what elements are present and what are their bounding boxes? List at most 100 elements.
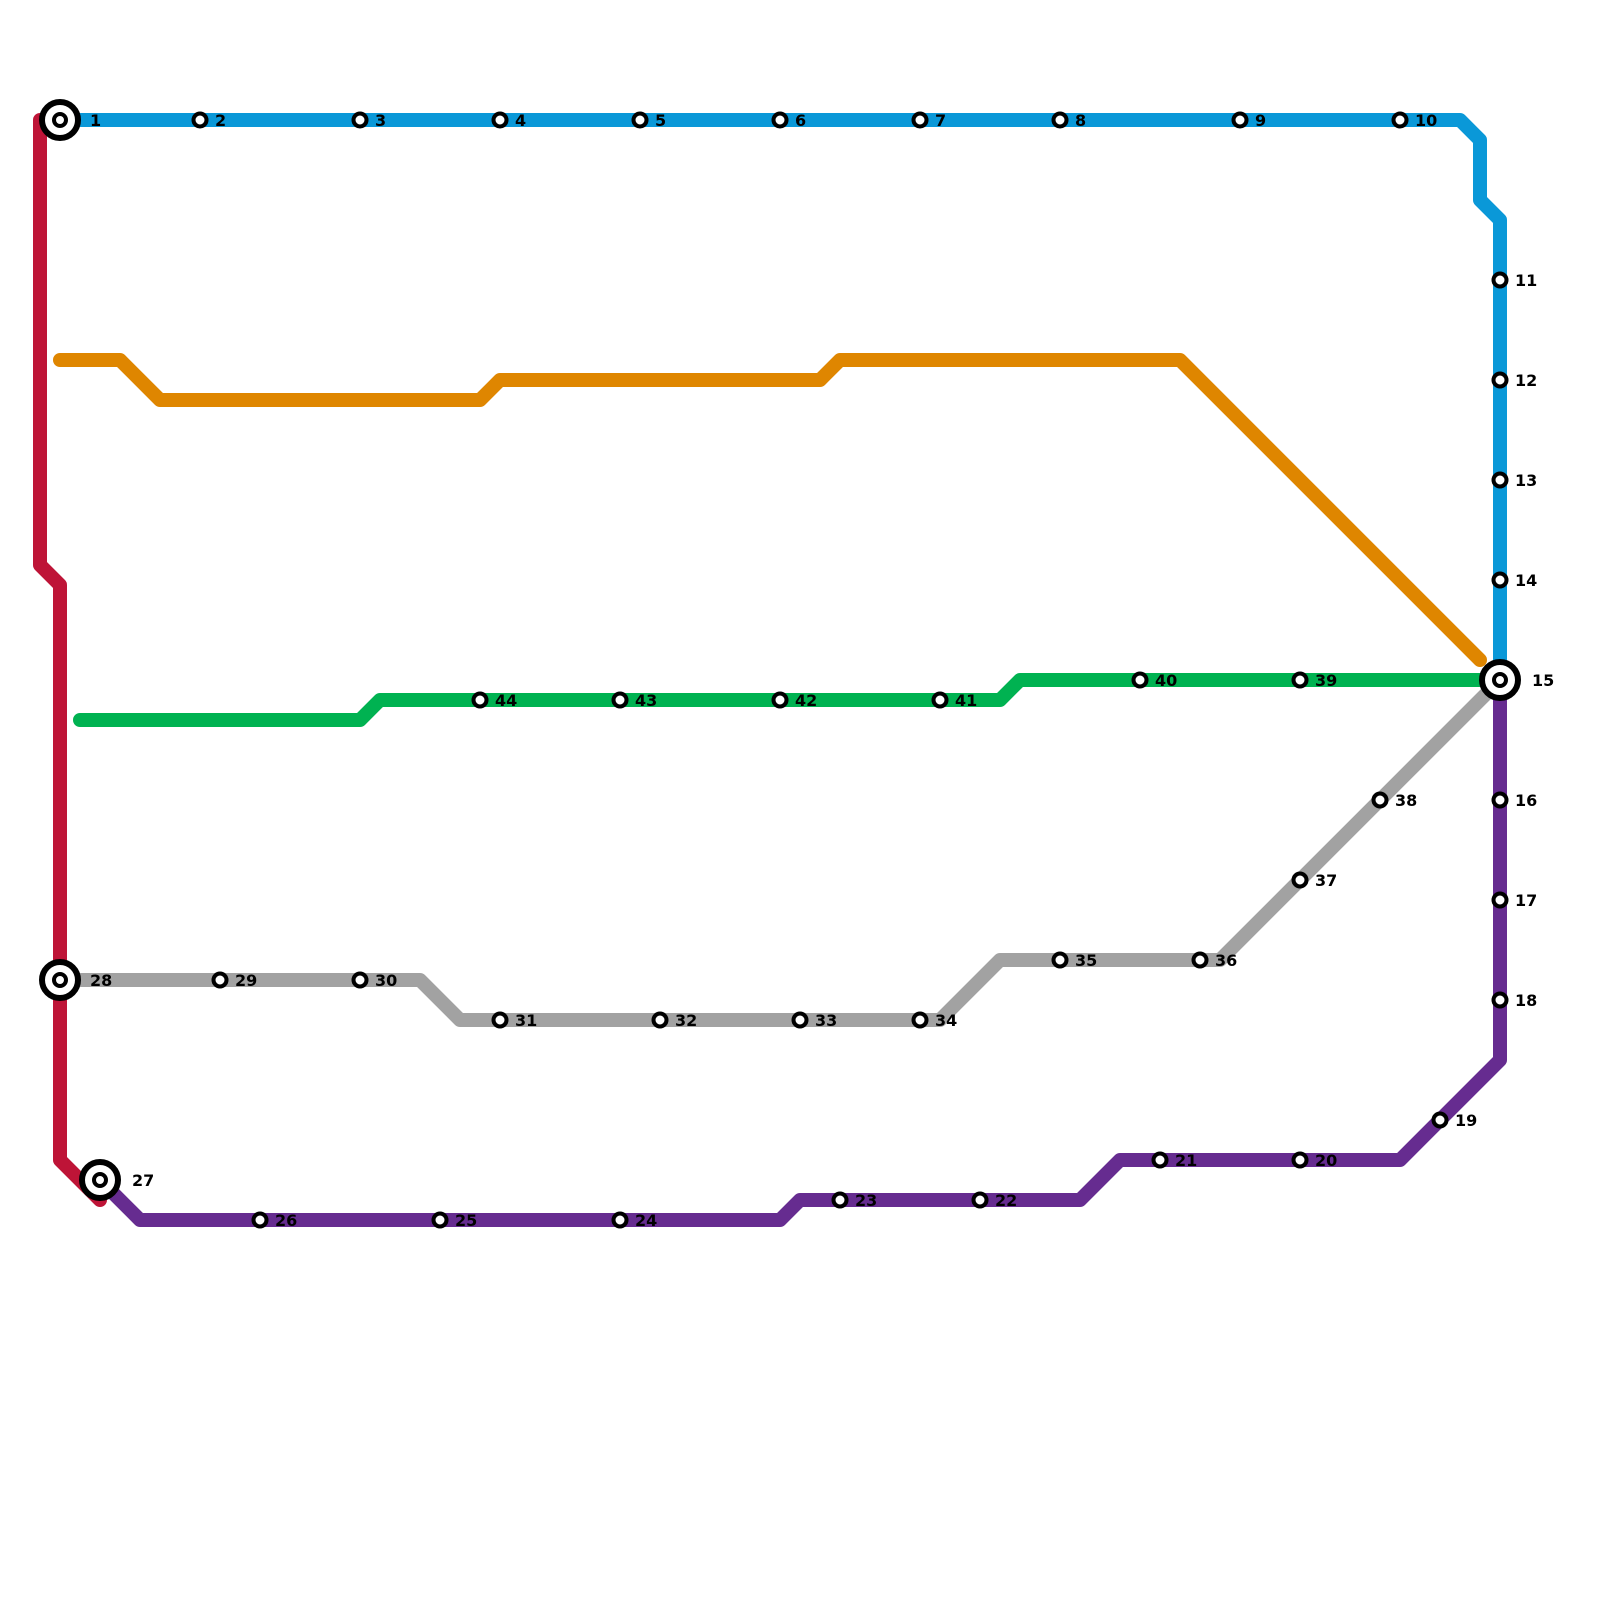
- station-35[interactable]: 35: [1051, 951, 1098, 970]
- station-label: 2: [215, 111, 226, 130]
- station-marker: [211, 971, 229, 989]
- station-44[interactable]: 44: [471, 691, 518, 710]
- station-6[interactable]: 6: [771, 111, 807, 130]
- station-9[interactable]: 9: [1231, 111, 1267, 130]
- station-label: 1: [90, 111, 101, 130]
- station-4[interactable]: 4: [491, 111, 527, 130]
- station-label: 26: [275, 1211, 297, 1230]
- station-marker: [971, 1191, 989, 1209]
- station-10[interactable]: 10: [1391, 111, 1438, 130]
- station-marker: [1491, 271, 1509, 289]
- station-label: 19: [1455, 1111, 1477, 1130]
- station-label: 35: [1075, 951, 1097, 970]
- station-label: 18: [1515, 991, 1537, 1010]
- station-39[interactable]: 39: [1291, 671, 1338, 690]
- station-marker: [1491, 571, 1509, 589]
- interchange-inner-ring: [52, 972, 68, 988]
- station-7[interactable]: 7: [911, 111, 947, 130]
- station-41[interactable]: 41: [931, 691, 978, 710]
- station-34[interactable]: 34: [911, 1011, 958, 1030]
- station-marker: [491, 1011, 509, 1029]
- station-40[interactable]: 40: [1131, 671, 1178, 690]
- station-27[interactable]: 27: [79, 1159, 154, 1201]
- station-22[interactable]: 22: [971, 1191, 1018, 1210]
- station-marker: [1051, 951, 1069, 969]
- station-19[interactable]: 19: [1431, 1111, 1478, 1130]
- station-38[interactable]: 38: [1371, 791, 1418, 810]
- station-31[interactable]: 31: [491, 1011, 538, 1030]
- station-2[interactable]: 2: [191, 111, 227, 130]
- station-marker: [911, 1011, 929, 1029]
- station-30[interactable]: 30: [351, 971, 398, 990]
- station-label: 40: [1155, 671, 1177, 690]
- station-marker: [1371, 791, 1389, 809]
- station-16[interactable]: 16: [1491, 791, 1538, 810]
- station-21[interactable]: 21: [1151, 1151, 1198, 1170]
- station-marker: [631, 111, 649, 129]
- station-20[interactable]: 20: [1291, 1151, 1338, 1170]
- station-24[interactable]: 24: [611, 1211, 658, 1230]
- station-3[interactable]: 3: [351, 111, 387, 130]
- station-25[interactable]: 25: [431, 1211, 478, 1230]
- station-label: 20: [1315, 1151, 1337, 1170]
- station-26[interactable]: 26: [251, 1211, 298, 1230]
- station-label: 41: [955, 691, 977, 710]
- route-lines: [33, 113, 1507, 1227]
- station-label: 8: [1075, 111, 1086, 130]
- station-37[interactable]: 37: [1291, 871, 1338, 890]
- station-marker: [831, 1191, 849, 1209]
- station-marker: [1491, 891, 1509, 909]
- station-marker: [1131, 671, 1149, 689]
- station-13[interactable]: 13: [1491, 471, 1538, 490]
- station-42[interactable]: 42: [771, 691, 818, 710]
- station-marker: [1051, 111, 1069, 129]
- station-28[interactable]: 28: [39, 959, 112, 1001]
- station-marker: [1291, 871, 1309, 889]
- station-label: 3: [375, 111, 386, 130]
- interchange-inner-ring: [52, 112, 68, 128]
- station-label: 25: [455, 1211, 477, 1230]
- station-43[interactable]: 43: [611, 691, 658, 710]
- station-32[interactable]: 32: [651, 1011, 698, 1030]
- station-15[interactable]: 15: [1479, 659, 1554, 701]
- station-label: 12: [1515, 371, 1537, 390]
- route-line-green: [73, 673, 1507, 727]
- station-label: 5: [655, 111, 666, 130]
- station-label: 33: [815, 1011, 837, 1030]
- station-11[interactable]: 11: [1491, 271, 1538, 290]
- station-5[interactable]: 5: [631, 111, 667, 130]
- station-marker: [611, 1211, 629, 1229]
- station-marker: [431, 1211, 449, 1229]
- station-label: 39: [1315, 671, 1337, 690]
- station-23[interactable]: 23: [831, 1191, 878, 1210]
- station-12[interactable]: 12: [1491, 371, 1538, 390]
- station-marker: [611, 691, 629, 709]
- station-label: 37: [1315, 871, 1337, 890]
- station-29[interactable]: 29: [211, 971, 258, 990]
- station-label: 34: [935, 1011, 957, 1030]
- station-marker: [1291, 1151, 1309, 1169]
- station-marker: [191, 111, 209, 129]
- station-label: 28: [90, 971, 112, 990]
- station-17[interactable]: 17: [1491, 891, 1538, 910]
- station-33[interactable]: 33: [791, 1011, 838, 1030]
- station-label: 15: [1532, 671, 1554, 690]
- station-label: 31: [515, 1011, 537, 1030]
- station-18[interactable]: 18: [1491, 991, 1538, 1010]
- station-36[interactable]: 36: [1191, 951, 1238, 970]
- station-8[interactable]: 8: [1051, 111, 1087, 130]
- station-marker: [1491, 991, 1509, 1009]
- station-marker: [1191, 951, 1209, 969]
- station-label: 13: [1515, 471, 1537, 490]
- station-label: 29: [235, 971, 257, 990]
- station-marker: [1431, 1111, 1449, 1129]
- station-14[interactable]: 14: [1491, 571, 1538, 590]
- station-label: 23: [855, 1191, 877, 1210]
- station-marker: [651, 1011, 669, 1029]
- station-1[interactable]: 1: [39, 99, 101, 141]
- station-marker: [1291, 671, 1309, 689]
- route-line-blue: [53, 113, 1507, 687]
- station-label: 7: [935, 111, 946, 130]
- station-marker: [931, 691, 949, 709]
